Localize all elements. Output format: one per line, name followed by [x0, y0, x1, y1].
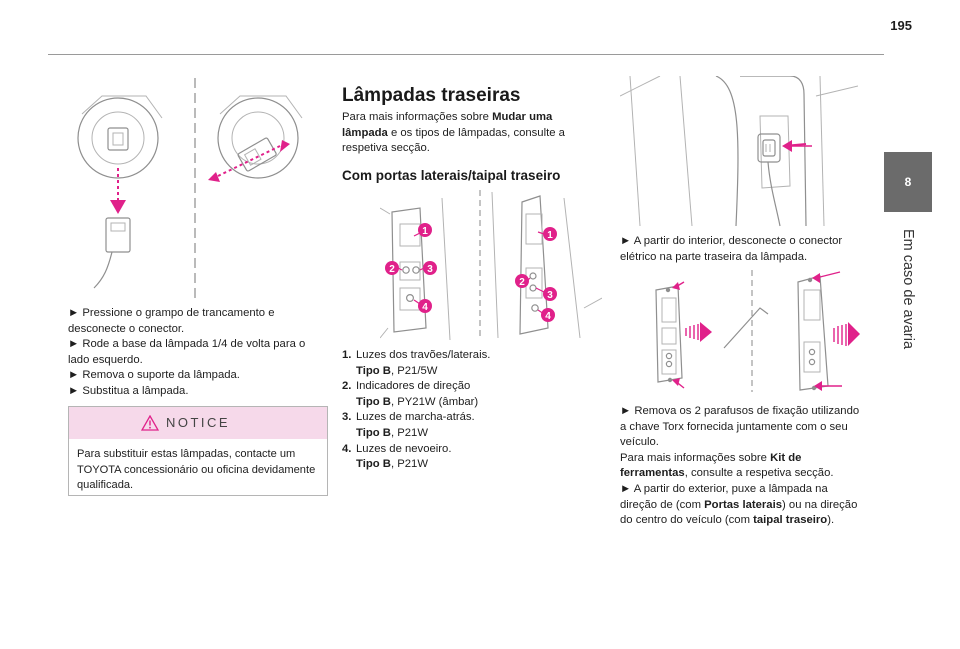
toolkit-info: Para mais informações sobre Kit de ferra…: [620, 451, 860, 482]
bulb-item-4-number: 4.: [342, 442, 352, 455]
bulb-item-1: 1. Luzes dos travões/laterais. Tipo B, P…: [342, 348, 587, 379]
callout-right-1: 1: [537, 227, 557, 241]
bulb-item-2-number: 2.: [342, 380, 352, 393]
toolkit-info-start: Para mais informações sobre: [620, 451, 771, 464]
step3-part-c: ) ou na direção do centro do veículo (co…: [620, 498, 858, 527]
notice-title: NOTICE: [165, 415, 231, 430]
step3-tailgate: taipal traseiro: [753, 514, 828, 527]
section-title: Lâmpadas traseiras: [342, 85, 521, 106]
bulb-item-2: 2. Indicadores de direção Tipo B, PY21W …: [342, 379, 587, 410]
callout-left-3: 3: [419, 261, 437, 275]
chapter-number-tab[interactable]: 8: [884, 152, 932, 212]
pull-arrow-right-icon: [833, 324, 847, 346]
step3-side-doors: Portas laterais: [704, 498, 783, 511]
step-rotate-base: ► Rode a base da lâmpada 1/4 de volta pa…: [68, 338, 306, 366]
bulb-item-1-type-label: Tipo B: [356, 364, 391, 377]
bulb-item-1-type-value: , P21/5W: [390, 364, 438, 377]
bulb-item-3: 3. Luzes de marcha-atrás. Tipo B, P21W: [342, 410, 587, 441]
callout-left-1: 1: [413, 223, 432, 237]
bulb-item-4-type-label: Tipo B: [356, 458, 391, 471]
callout-left-4-label: 4: [422, 302, 428, 313]
step-remove-holder: ► Remova o suporte da lâmpada.: [68, 369, 240, 382]
bulb-list: 1. Luzes dos travões/laterais. Tipo B, P…: [342, 348, 587, 473]
intro-text-end: e os tipos de lâmpadas, consulte a respe…: [342, 126, 565, 155]
intro-paragraph: Para mais informações sobre Mudar uma lâ…: [342, 110, 587, 157]
rear-lamp-illustration: 1 2 3 4 1 2 3 4: [380, 190, 602, 341]
chapter-title-label: Em caso de avaria: [884, 214, 932, 364]
bulb-item-3-type-value: , P21W: [390, 426, 428, 439]
right-step-2: ► Remova os 2 parafusos de fixação utili…: [620, 405, 860, 449]
callout-right-4: 4: [537, 308, 555, 322]
right-text-block: ► Remova os 2 parafusos de fixação utili…: [620, 404, 860, 529]
bulb-item-3-name: Luzes de marcha-atrás.: [356, 411, 475, 424]
intro-text-start: Para mais informações sobre: [342, 111, 493, 123]
callout-right-3: 3: [535, 287, 557, 301]
right-step-1: ► A partir do interior, desconecte o con…: [620, 235, 843, 263]
bulb-item-2-type-value: , PY21W (âmbar): [390, 395, 479, 408]
step3-part-a: ► A partir do exterior, puxe a lâmpada n…: [620, 482, 828, 511]
callout-left-1-label: 1: [422, 226, 428, 237]
bulb-item-3-number: 3.: [342, 411, 352, 424]
bulb-item-2-name: Indicadores de direção: [356, 380, 471, 393]
callout-left-4: 4: [413, 299, 432, 313]
callout-right-3-label: 3: [547, 290, 553, 301]
link-change-bulb[interactable]: Mudar uma lâmpada: [342, 111, 553, 139]
step-replace-bulb: ► Substitua a lâmpada.: [68, 384, 189, 397]
bulb-item-3-type-label: Tipo B: [356, 426, 391, 439]
callout-left-3-label: 3: [427, 264, 433, 275]
bulb-item-2-type-label: Tipo B: [356, 395, 391, 408]
chapter-title-text: Em caso de avaria: [900, 228, 916, 350]
right-step-3: ► A partir do exterior, puxe a lâmpada n…: [620, 482, 860, 529]
callout-right-1-label: 1: [547, 230, 553, 241]
warning-triangle-icon: [141, 415, 159, 431]
toolkit-info-end: , consulte a respetiva secção.: [684, 467, 834, 480]
callout-left-2: 2: [385, 261, 403, 275]
pull-arrow-left-icon: [685, 324, 699, 340]
bulb-item-4-type-value: , P21W: [390, 458, 428, 471]
bulb-item-1-name: Luzes dos travões/laterais.: [356, 349, 491, 361]
bulb-item-4-name: Luzes de nevoeiro.: [356, 442, 452, 455]
notice-header: [69, 407, 327, 439]
link-toolkit[interactable]: Kit de ferramentas: [620, 451, 802, 480]
bulb-item-4: 4. Luzes de nevoeiro. Tipo B, P21W: [342, 442, 587, 473]
left-steps: ► Pressione o grampo de trancamento e de…: [68, 306, 326, 400]
header-rule: [48, 54, 884, 55]
callout-right-4-label: 4: [545, 311, 551, 322]
step3-part-e: ).: [827, 514, 835, 527]
callout-left-2-label: 2: [389, 264, 395, 275]
callout-right-2: 2: [515, 274, 531, 288]
page-number: 195: [890, 18, 912, 33]
subsection-title: Com portas laterais/taipal traseiro: [342, 168, 561, 183]
lamp-screws-illustration: [655, 270, 860, 392]
step-press-clip: ► Pressione o grampo de trancamento e de…: [68, 307, 275, 335]
fog-lamp-illustration: [77, 78, 303, 298]
callout-right-2-label: 2: [519, 277, 525, 288]
bulb-item-1-number: 1.: [342, 349, 352, 361]
notice-text: Para substituir estas lâmpadas, contacte…: [77, 448, 316, 492]
notice-box: NOTICE Para substituir estas lâmpadas, c…: [68, 406, 328, 496]
interior-connector-illustration: [620, 76, 858, 227]
